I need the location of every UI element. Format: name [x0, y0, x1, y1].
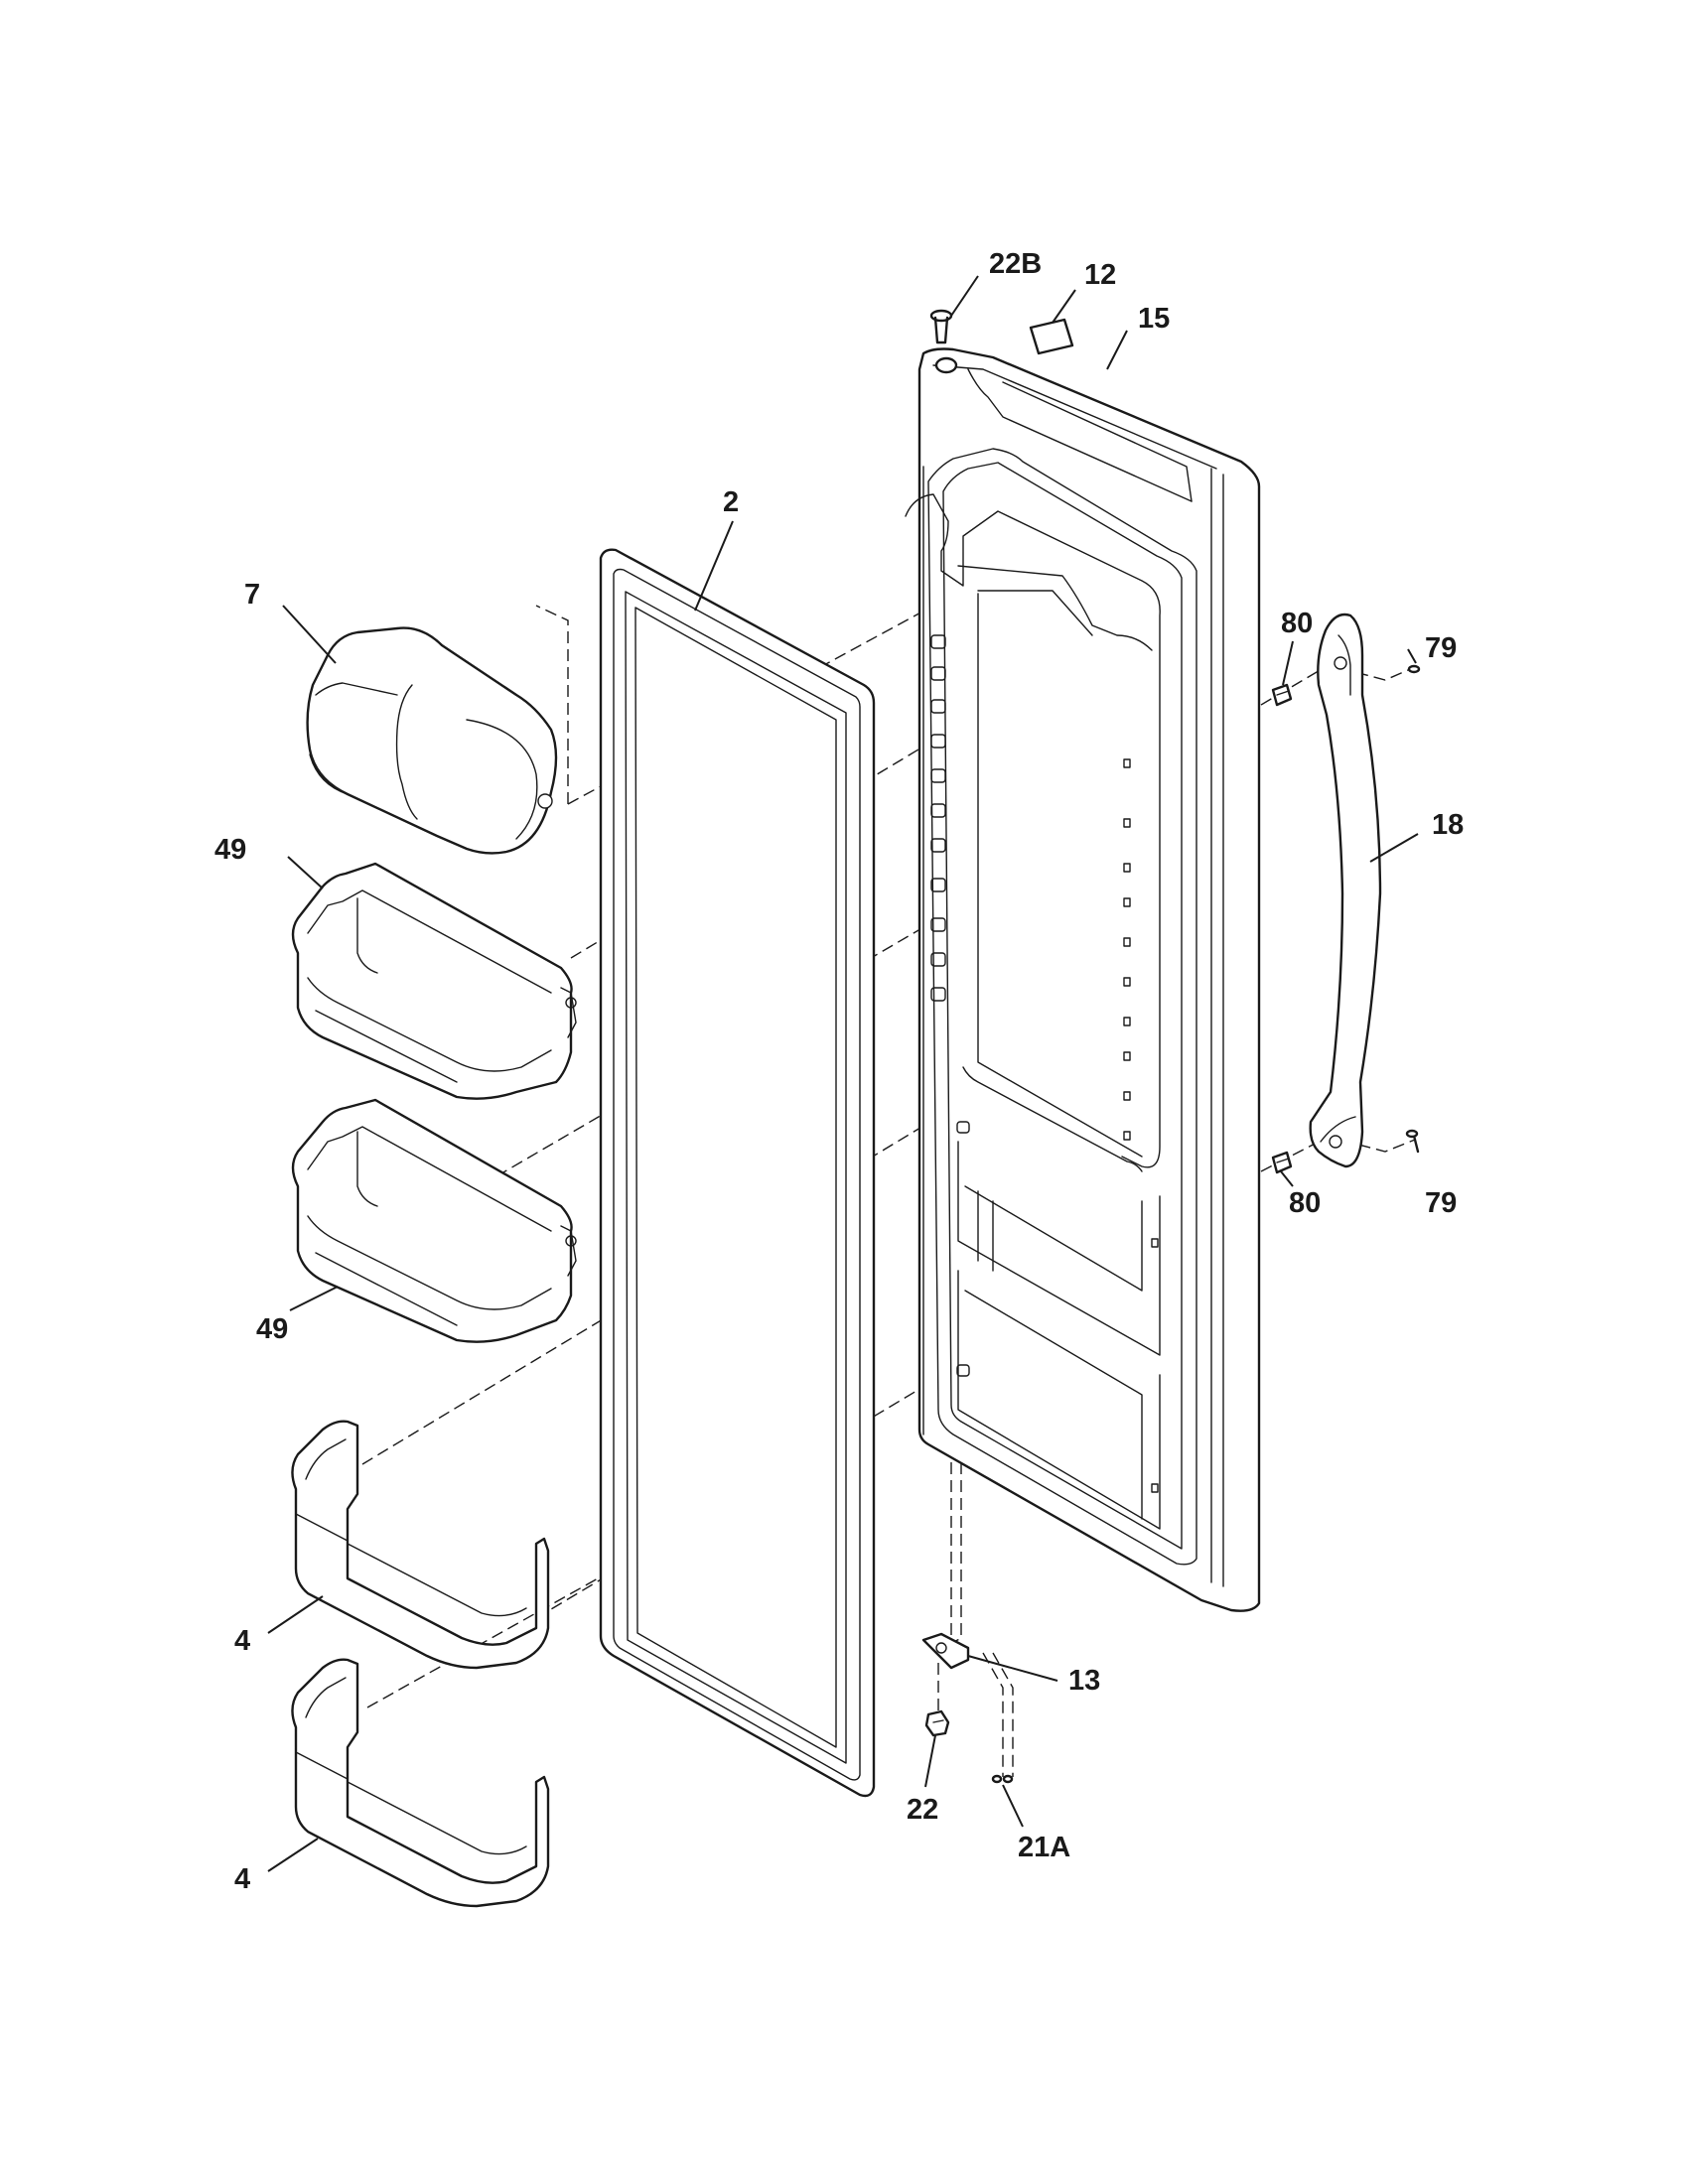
callout-labels: 22B 12 15 2 7 80 79 18 49 49 80 79 4 4 1…: [214, 248, 1464, 1895]
stud-80-top: [1271, 683, 1293, 707]
callout-21a: 21A: [1018, 1832, 1070, 1863]
label-plate-12: [1029, 318, 1074, 355]
dairy-cover-7: [306, 626, 558, 855]
bushing-22: [924, 1709, 950, 1737]
hinge-pin-22b: [929, 309, 958, 374]
stud-80-bottom: [1271, 1151, 1293, 1174]
gasket-2: [599, 548, 876, 1798]
callout-18: 18: [1432, 809, 1464, 841]
callout-22b: 22B: [989, 248, 1042, 280]
handle-18: [1309, 613, 1382, 1168]
callout-7: 7: [244, 579, 260, 611]
screw-79-bottom: [1405, 1129, 1420, 1154]
callout-4-top: 4: [234, 1625, 250, 1657]
callout-49-top: 49: [214, 834, 246, 866]
callout-4-bottom: 4: [234, 1863, 250, 1895]
callout-2: 2: [723, 486, 739, 518]
callout-22: 22: [907, 1794, 938, 1826]
door-bin-4-top: [291, 1420, 550, 1670]
door-bin-4-bottom: [291, 1658, 550, 1908]
hinge-bracket-13: [921, 1632, 970, 1670]
callout-80-bottom: 80: [1289, 1187, 1321, 1219]
callout-79-bottom: 79: [1425, 1187, 1457, 1219]
callout-13: 13: [1068, 1665, 1100, 1697]
door-bin-49-bottom: [291, 1098, 577, 1343]
callout-12: 12: [1084, 259, 1116, 291]
callout-79-top: 79: [1425, 632, 1457, 664]
screw-21a: [991, 1774, 1014, 1784]
callout-80-top: 80: [1281, 608, 1313, 639]
screw-79-top: [1407, 664, 1421, 674]
callout-49-bottom: 49: [256, 1313, 288, 1345]
leader-lines: [267, 275, 1419, 1872]
callout-15: 15: [1138, 303, 1170, 335]
door-bin-49-top: [291, 862, 577, 1100]
door-assembly: [905, 347, 1261, 1612]
